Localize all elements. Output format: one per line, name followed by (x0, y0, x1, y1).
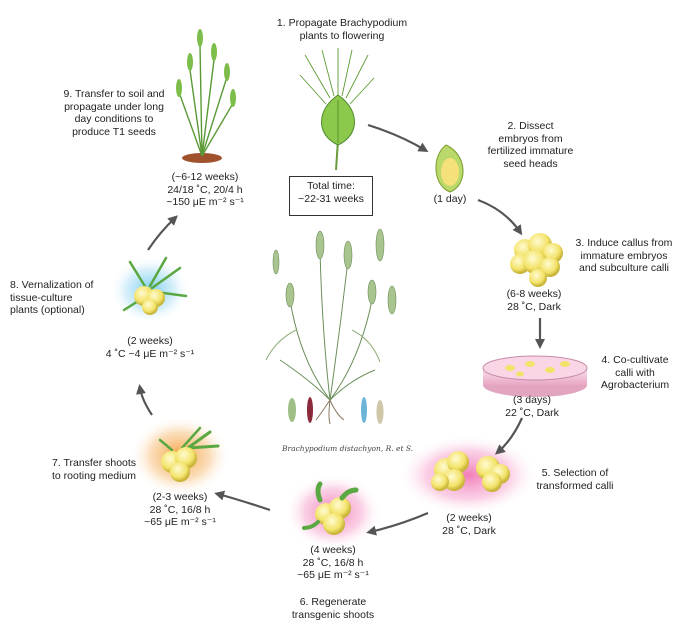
rooting-plantlet-illustration (158, 426, 220, 482)
botanical-caption: Brachypodium distachyon, R. et S. (282, 444, 414, 453)
petri-dish-illustration (482, 355, 588, 397)
step-7-conditions: (2-3 weeks)28 ˚C, 16/8 h~65 μE m⁻² s⁻¹ (144, 491, 216, 528)
botanical-plate-illustration (265, 249, 381, 425)
arrow-6-to-7 (214, 490, 271, 512)
callus-illustration (510, 233, 563, 287)
arrow-1-to-2 (367, 123, 429, 153)
total-time-label: Total time: (307, 180, 355, 192)
total-time-box: Total time: ~22-31 weeks (289, 176, 373, 216)
mature-plant-illustration (176, 29, 236, 163)
step-3-conditions: (6-8 weeks)28 ˚C, Dark (506, 288, 562, 313)
selection-calli-illustration (431, 451, 510, 492)
step-4-conditions: (3 days)22 ˚C, Dark (505, 394, 559, 419)
vernalization-plantlet-illustration (122, 256, 188, 315)
total-time-value: ~22-31 weeks (298, 193, 364, 205)
spikelet-illustration (299, 48, 375, 171)
arrow-5-to-6 (366, 511, 429, 536)
botanical-spikes (272, 228, 397, 315)
arrow-7-to-8 (136, 384, 153, 416)
arrow-4-to-5 (494, 417, 524, 455)
botanical-detail-parts (288, 397, 384, 424)
step-2-conditions: (1 day) (433, 193, 467, 205)
step-9-conditions: (~6-12 weeks)24/18 ˚C, 20/4 h~150 μE m⁻²… (166, 171, 244, 208)
step-5-conditions: (2 weeks)28 ˚C, Dark (442, 512, 496, 537)
arrow-8-to-9 (147, 215, 178, 251)
pink-glow-selection (398, 435, 538, 515)
step-6-conditions: (4 weeks)28 ˚C, 16/8 h~65 μE m⁻² s⁻¹ (297, 544, 369, 581)
step-8-conditions: (2 weeks)4 ˚C ~4 μE m⁻² s⁻¹ (105, 335, 195, 360)
arrow-2-to-3 (477, 198, 523, 236)
regenerating-callus-illustration (302, 481, 359, 535)
seed-illustration (435, 144, 464, 193)
cycle-arrows (136, 123, 545, 536)
